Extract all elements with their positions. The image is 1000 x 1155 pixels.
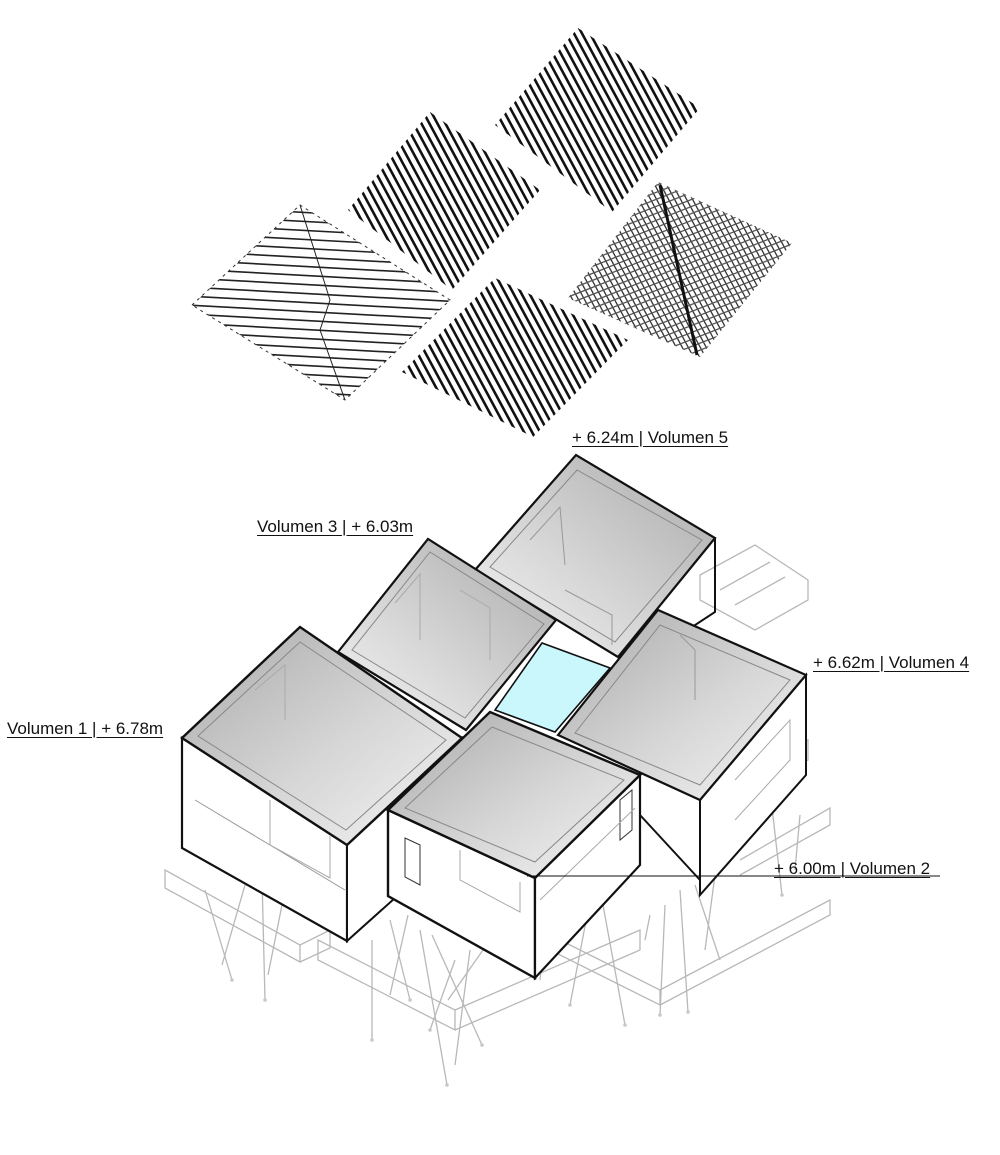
courtyard-glass — [493, 642, 612, 733]
label-volume-2: + 6.00m | Volumen 2 — [774, 859, 931, 878]
pile-heads — [230, 893, 784, 1087]
lattice-volume-5 — [495, 28, 700, 212]
volume-4 — [556, 608, 808, 898]
volume-3 — [336, 537, 558, 732]
label-volume-4: + 6.62m | Volumen 4 — [813, 653, 970, 672]
lattice-outline-1 — [191, 204, 451, 401]
label-volume-5: + 6.24m | Volumen 5 — [572, 428, 729, 447]
lattice-ridge-4 — [658, 184, 699, 356]
label-volume-3: Volumen 3 | + 6.03m — [257, 517, 414, 536]
volume-2 — [385, 710, 643, 981]
roof-lattices — [191, 28, 792, 437]
label-volume-1: Volumen 1 | + 6.78m — [7, 719, 164, 738]
lattice-volume-2 — [402, 278, 628, 437]
